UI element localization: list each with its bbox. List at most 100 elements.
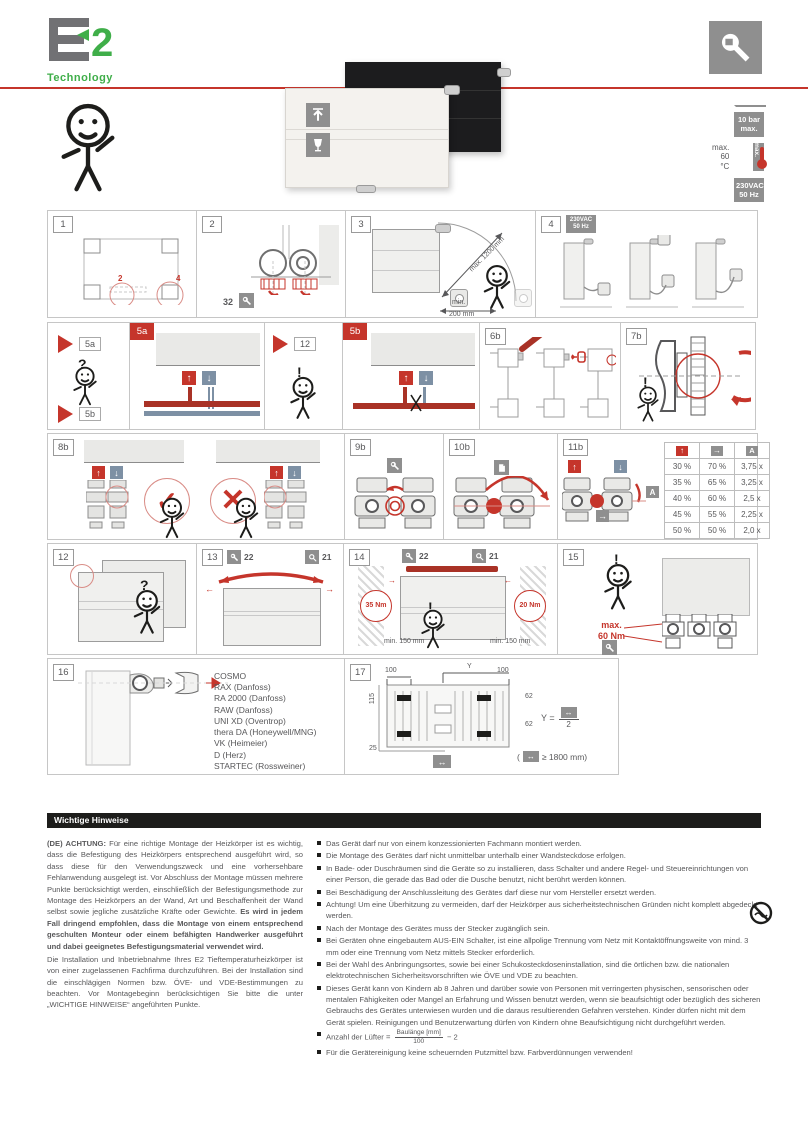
bullet-text: In Bade- oder Duschräumen sind die Gerät… bbox=[326, 863, 749, 885]
shift-right-arrow: → bbox=[325, 584, 334, 594]
question-mark: ? bbox=[140, 577, 149, 593]
radiator bbox=[662, 558, 750, 616]
ref-5a: 5a bbox=[79, 337, 102, 351]
radiator-bottom bbox=[216, 440, 320, 463]
step-number: 10b bbox=[449, 439, 475, 456]
spirit-level bbox=[406, 566, 498, 572]
notice-bullet-formula: Anzahl der Lüfter = Baulänge [mm] 100 − … bbox=[317, 1029, 761, 1046]
wrench-icon bbox=[227, 550, 241, 564]
front-arrow-icon: → bbox=[711, 445, 723, 456]
front-share: 70 % bbox=[699, 458, 735, 475]
radiator-bottom bbox=[156, 333, 260, 366]
bullet-square bbox=[317, 901, 321, 906]
valve-stack bbox=[86, 480, 129, 529]
wiring-variants bbox=[560, 235, 744, 308]
clearance-arc bbox=[438, 222, 517, 302]
step-number: 4 bbox=[541, 216, 561, 233]
bullet-square bbox=[317, 985, 321, 990]
step-5b: 5b ↑ ↓ bbox=[342, 322, 480, 430]
this-side-up-icon bbox=[306, 103, 330, 127]
front-share: 50 % bbox=[699, 522, 735, 539]
triangle-icon bbox=[58, 405, 73, 423]
wrench-ref: 22 bbox=[244, 552, 254, 562]
mascot-warn bbox=[226, 496, 266, 547]
assembly-wrench-icon bbox=[709, 21, 762, 74]
thermostat-head-diagram bbox=[78, 670, 228, 766]
exclamation-mark: ! bbox=[428, 599, 433, 615]
return-down-icon: ↓ bbox=[288, 466, 301, 479]
notices-title: Wichtige Hinweise bbox=[54, 815, 129, 825]
factor-a-icon: A bbox=[746, 445, 758, 456]
radiator-white bbox=[285, 85, 460, 193]
head-item: RA 2000 (Danfoss) bbox=[214, 693, 286, 704]
table-row: 40 % 60 % 2,5 x bbox=[664, 490, 770, 507]
notices-right-column: Das Gerät darf nur von einem konzessioni… bbox=[317, 838, 773, 1059]
e2-logo: 2 Technology bbox=[47, 18, 123, 84]
step-12-nav: 12 ! bbox=[264, 322, 343, 430]
factor: 3,25 x bbox=[734, 474, 770, 491]
min-label: min. bbox=[452, 299, 466, 306]
notice-bullet: Für die Gerätereinigung keine scheuernde… bbox=[317, 1047, 761, 1058]
dim-62-bottom: 62 bbox=[525, 721, 533, 728]
notice-bullet: Bei Geräten ohne eingebautem AUS-EIN Sch… bbox=[317, 935, 761, 958]
step-tab: 5b bbox=[343, 323, 367, 340]
radiator bbox=[372, 224, 451, 293]
detail-ref: 21 bbox=[489, 551, 499, 561]
col-front: → bbox=[699, 442, 735, 459]
marker-4: 4 bbox=[176, 274, 181, 283]
step-10b: 10b bbox=[443, 433, 558, 540]
dim-62-top: 62 bbox=[525, 693, 533, 700]
dowel-arrow-left: → bbox=[388, 576, 396, 585]
step-number: 7b bbox=[626, 328, 647, 345]
step-number: 8b bbox=[53, 439, 74, 456]
hot-share: 35 % bbox=[664, 474, 700, 491]
head-item: STARTEC (Rossweiner) bbox=[214, 760, 306, 771]
exclamation-mark: ! bbox=[297, 364, 302, 380]
front-arrow-icon: → bbox=[596, 510, 609, 522]
step-2: 2 32 bbox=[196, 210, 346, 318]
bullet-square bbox=[317, 853, 321, 858]
step-12: 12 ? bbox=[47, 543, 197, 655]
bullet-text: Die Montage des Gerätes darf nicht unmit… bbox=[326, 851, 626, 861]
bullet-square bbox=[317, 925, 321, 930]
triangle-icon bbox=[58, 335, 73, 353]
flow-up-icon: ↑ bbox=[399, 371, 413, 385]
table-row: 30 % 70 % 3,75 x bbox=[664, 458, 770, 475]
head-item: RAW (Danfoss) bbox=[214, 704, 273, 715]
bullet-square bbox=[317, 961, 321, 966]
twin-valve-diagram bbox=[354, 477, 436, 529]
mix-ratio-rows: 30 % 70 % 3,75 x 35 % 65 % 3,25 x 40 % bbox=[664, 458, 770, 539]
bullet-square bbox=[317, 889, 321, 894]
head-item: VK (Heimeier) bbox=[214, 738, 268, 749]
single-pipe-diagram bbox=[353, 387, 475, 412]
front-share: 55 % bbox=[699, 506, 735, 523]
radiator bbox=[400, 576, 506, 640]
head-item: thera DA (Honeywell/MNG) bbox=[214, 727, 317, 738]
min-left: min. 150 mm bbox=[384, 638, 425, 645]
level-adjust-arrow bbox=[218, 572, 324, 584]
hot-share: 30 % bbox=[664, 458, 700, 475]
row5-spacer bbox=[618, 658, 759, 775]
mascot-exclaim bbox=[596, 562, 640, 619]
bullet-square bbox=[317, 1050, 321, 1055]
factor: 2,5 x bbox=[734, 490, 770, 507]
ref-5b: 5b bbox=[79, 407, 102, 421]
notices-bullets-b: Für die Gerätereinigung keine scheuernde… bbox=[317, 1047, 761, 1058]
bullet-square bbox=[317, 841, 321, 845]
step-tab: 5a bbox=[130, 323, 154, 340]
dim-100-right: 100 bbox=[497, 667, 509, 674]
mascot-question bbox=[126, 588, 168, 643]
mascot-exclaim bbox=[414, 608, 452, 657]
fragile-icon bbox=[306, 133, 330, 157]
notices-columns: (DE) ACHTUNG: Für eine richtige Montage … bbox=[47, 838, 773, 1059]
table-row: 50 % 50 % 2,0 x bbox=[664, 522, 770, 539]
step-number: 3 bbox=[351, 216, 371, 233]
valve-knob bbox=[444, 85, 460, 95]
temp-caption: max. 60 °C bbox=[712, 142, 730, 171]
exclamation-mark: ! bbox=[614, 551, 619, 567]
dowel-arrow-right: ← bbox=[504, 576, 512, 585]
notices-title-bar: Wichtige Hinweise bbox=[47, 813, 761, 828]
